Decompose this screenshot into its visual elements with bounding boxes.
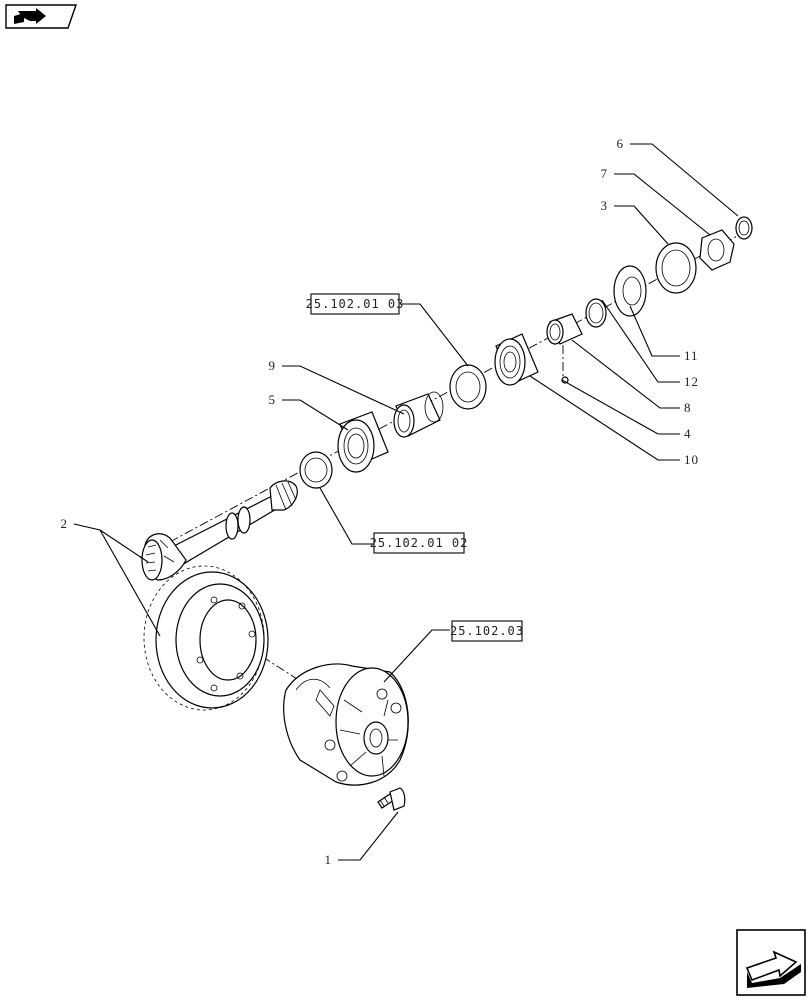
reference-label-lower: 25.102.01 02 <box>370 536 469 550</box>
ring-gear[interactable] <box>143 565 269 711</box>
reference-label-upper: 25.102.01 03 <box>306 297 405 311</box>
next-page-arrow-icon[interactable] <box>736 929 806 996</box>
reference-label-differential: 25.102.03 <box>450 624 524 638</box>
bearing-upper[interactable] <box>494 333 539 386</box>
seal-ring[interactable] <box>655 242 697 294</box>
lock-washer[interactable] <box>735 216 753 240</box>
callout-7: 7 <box>601 166 609 181</box>
reference-box-lower[interactable]: 25.102.01 02 <box>370 532 469 554</box>
pinion-shaft[interactable] <box>169 480 298 567</box>
callout-9: 9 <box>269 358 277 373</box>
reference-box-differential[interactable]: 25.102.03 <box>450 620 524 642</box>
shim-lower[interactable] <box>299 451 333 489</box>
pinion-gear[interactable] <box>141 533 187 581</box>
shaft-axis-line <box>139 227 753 559</box>
spacer-sleeve[interactable] <box>393 391 444 438</box>
callout-3: 3 <box>601 198 609 213</box>
callout-11: 11 <box>684 348 699 363</box>
snap-ring[interactable] <box>585 298 607 328</box>
bearing-lower[interactable] <box>337 411 389 473</box>
callout-5: 5 <box>269 392 277 407</box>
book-arrow-icon[interactable] <box>5 4 77 29</box>
callout-1: 1 <box>325 852 333 867</box>
bolt[interactable] <box>377 787 406 811</box>
callout-6: 6 <box>617 136 625 151</box>
callout-2: 2 <box>61 516 69 531</box>
reference-box-upper[interactable]: 25.102.01 03 <box>306 293 405 315</box>
callout-10: 10 <box>684 452 699 467</box>
shim-upper[interactable] <box>449 364 487 410</box>
callout-12: 12 <box>684 374 699 389</box>
nut[interactable] <box>699 229 735 271</box>
leader-lines <box>73 143 739 861</box>
differential-carrier[interactable] <box>283 663 409 786</box>
seal-washer[interactable] <box>613 265 647 317</box>
collar[interactable] <box>546 313 583 345</box>
callout-4: 4 <box>684 426 692 441</box>
callout-8: 8 <box>684 400 692 415</box>
